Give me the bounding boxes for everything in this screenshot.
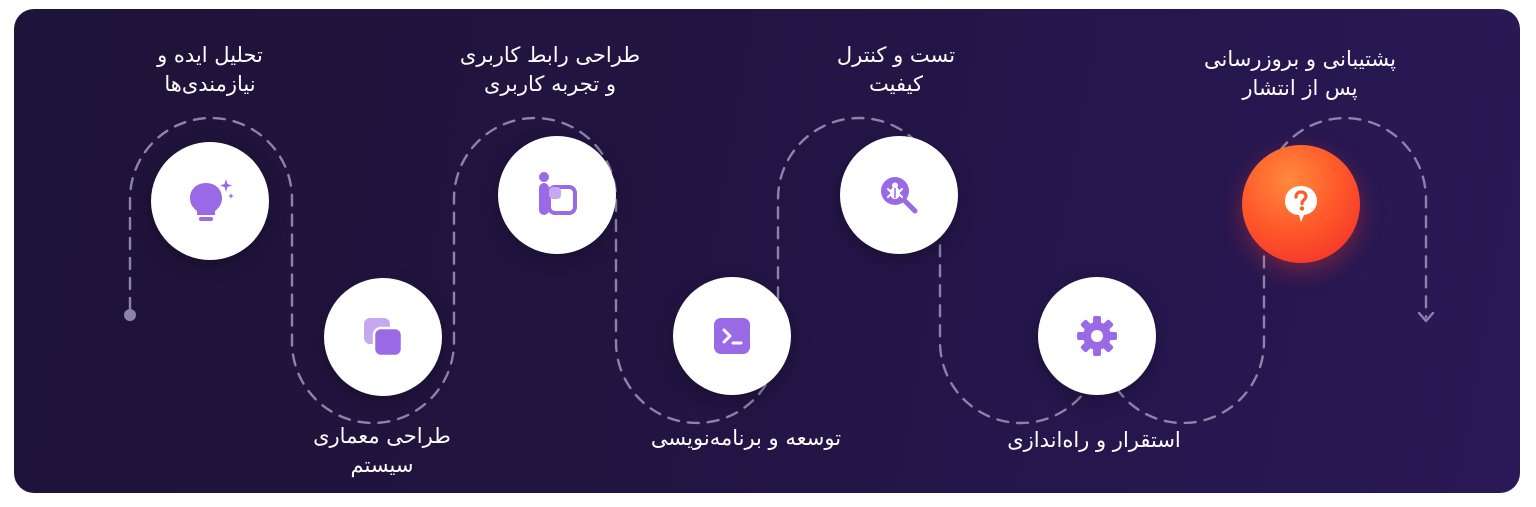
- lightbulb-icon: [190, 179, 234, 221]
- step-2-circle: [324, 278, 442, 396]
- step-1-circle: [151, 142, 269, 260]
- step-7-circle: [1242, 145, 1360, 263]
- step-3-circle: [498, 136, 616, 254]
- ui-ux-icon: [539, 172, 577, 215]
- step-5-circle: [840, 136, 958, 254]
- process-path: [124, 116, 1435, 425]
- step-4-circle: [673, 277, 791, 395]
- path-start-dot: [124, 309, 136, 321]
- path-end-arrow: [1417, 311, 1435, 323]
- terminal-icon: [714, 318, 750, 354]
- step-6-circle: [1038, 277, 1156, 395]
- step-6-label: استقرار و راه‌اندازی: [1007, 428, 1181, 452]
- question-bubble-icon: [1285, 186, 1317, 222]
- gear-icon: [1077, 316, 1117, 356]
- bug-search-icon: [881, 177, 918, 214]
- layers-icon: [364, 318, 404, 358]
- step-4-label: توسعه و برنامه‌نویسی: [650, 426, 842, 450]
